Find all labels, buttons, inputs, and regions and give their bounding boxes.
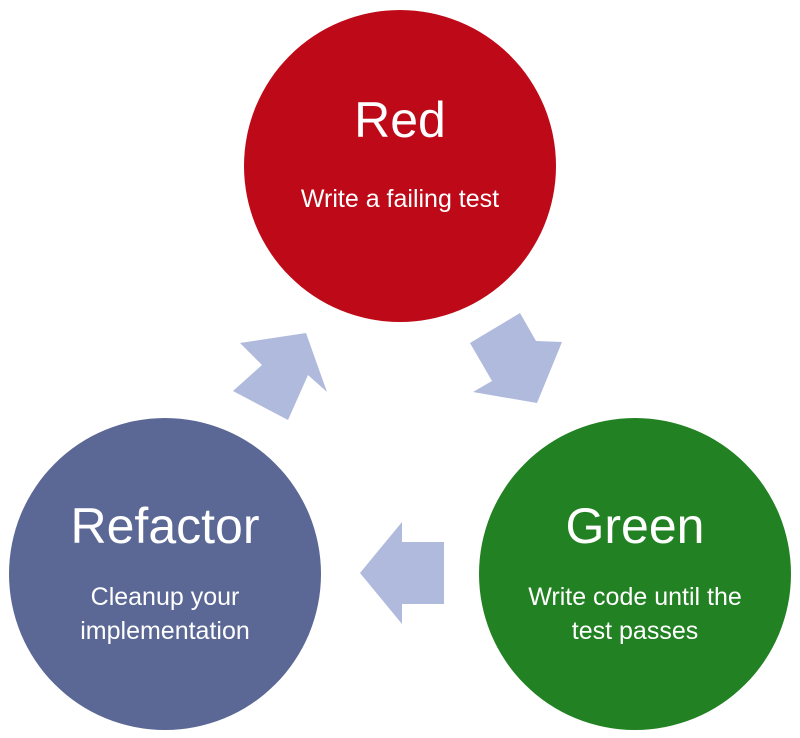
stage-green-description: Write code until the test passes xyxy=(528,583,742,645)
arrow-green-to-refactor xyxy=(360,522,444,624)
stage-refactor-title: Refactor xyxy=(70,498,260,554)
arrow-refactor-to-red xyxy=(233,333,327,420)
stage-green: Green Write code until the test passes xyxy=(479,418,791,730)
stage-refactor: Refactor Cleanup your implementation xyxy=(9,418,321,730)
stage-red: Red Write a failing test xyxy=(244,10,556,322)
stage-red-description: Write a failing test xyxy=(300,185,500,213)
stage-red-title: Red xyxy=(354,92,446,148)
stage-green-title: Green xyxy=(565,498,705,554)
stage-refactor-description: Cleanup your implementation xyxy=(80,583,250,645)
arrow-red-to-green xyxy=(470,313,562,403)
